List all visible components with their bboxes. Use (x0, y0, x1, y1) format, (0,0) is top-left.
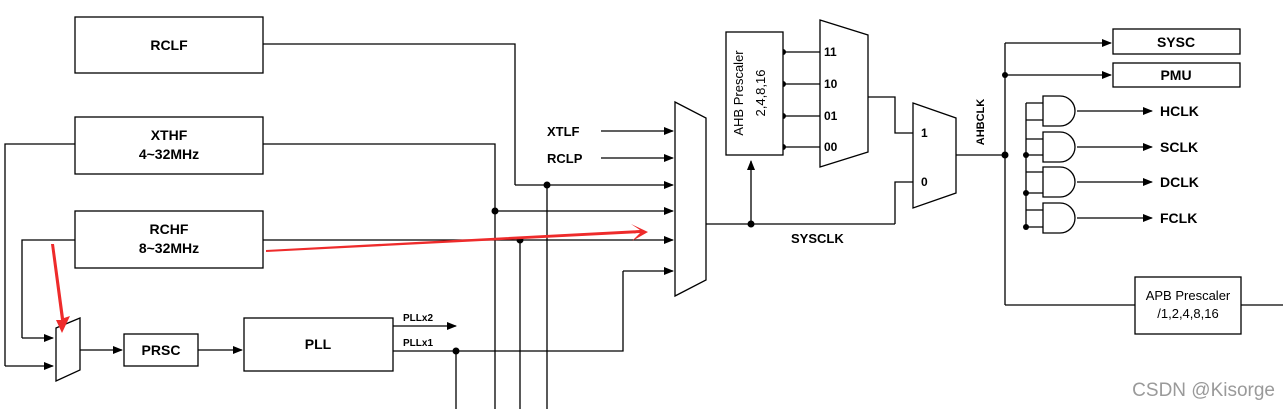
ahb-div-mux (819, 19, 869, 168)
dclk-label: DCLK (1160, 174, 1199, 190)
pll-block: PLL (243, 317, 394, 372)
ahb-prescaler-block: AHB Prescaler 2,4,8,16 (725, 31, 784, 156)
apb-prescaler-block: APB Prescaler /1,2,4,8,16 (1134, 276, 1242, 335)
wires (4, 39, 1283, 409)
sys-sel-0: 0 (921, 175, 928, 189)
sys-sel-1: 1 (921, 126, 928, 140)
xtlf-label: XTLF (547, 124, 580, 139)
hclk-label: HCLK (1160, 103, 1199, 119)
sysc-label: SYSC (1157, 34, 1195, 50)
fclk-label: FCLK (1160, 210, 1197, 226)
and-gate-dclk (1042, 166, 1076, 198)
prsc-block: PRSC (123, 333, 199, 367)
red-arrow-right (266, 224, 648, 252)
xthf-block: XTHF 4~32MHz (74, 116, 264, 175)
annotation-arrows (51, 224, 648, 333)
rchf-block: RCHF 8~32MHz (74, 210, 264, 269)
ahbclk-label: AHBCLK (975, 99, 987, 145)
apb-prescaler-label: APB Prescaler (1146, 288, 1231, 303)
rchf-freq-label: 8~32MHz (139, 240, 199, 256)
and-gate-hclk (1042, 95, 1076, 127)
prsc-label: PRSC (142, 342, 181, 358)
pll-label: PLL (305, 336, 332, 352)
pmu-label: PMU (1160, 67, 1191, 83)
ahb-prescaler-label: AHB Prescaler (731, 50, 746, 136)
ahb-sel-10: 10 (824, 77, 838, 91)
rclf-label: RCLF (150, 37, 188, 53)
sysclk-mux (674, 100, 707, 298)
xthf-freq-label: 4~32MHz (139, 146, 199, 162)
pllx2-label: PLLx2 (403, 313, 433, 324)
rchf-name-label: RCHF (150, 221, 189, 237)
pll-input-mux (55, 317, 81, 383)
ahb-sel-00: 00 (824, 140, 838, 154)
rclp-label: RCLP (547, 151, 583, 166)
pllx1-label: PLLx1 (403, 338, 433, 349)
ahb-sel-11: 11 (824, 45, 837, 59)
ahb-sel-01: 01 (824, 109, 838, 123)
pmu-block: PMU (1112, 62, 1241, 88)
and-gate-fclk (1042, 202, 1076, 234)
rclf-block: RCLF (74, 16, 264, 74)
sclk-label: SCLK (1160, 139, 1198, 155)
xthf-name-label: XTHF (151, 127, 188, 143)
and-gate-sclk (1042, 131, 1076, 163)
sysclk-label: SYSCLK (791, 231, 844, 246)
red-arrow-down (51, 244, 70, 333)
watermark: CSDN @Kisorge (1132, 380, 1275, 401)
apb-prescaler-values: /1,2,4,8,16 (1157, 306, 1218, 321)
ahbclk-mux (912, 102, 957, 209)
sysc-block: SYSC (1112, 28, 1241, 55)
ahb-prescaler-values: 2,4,8,16 (753, 70, 768, 117)
